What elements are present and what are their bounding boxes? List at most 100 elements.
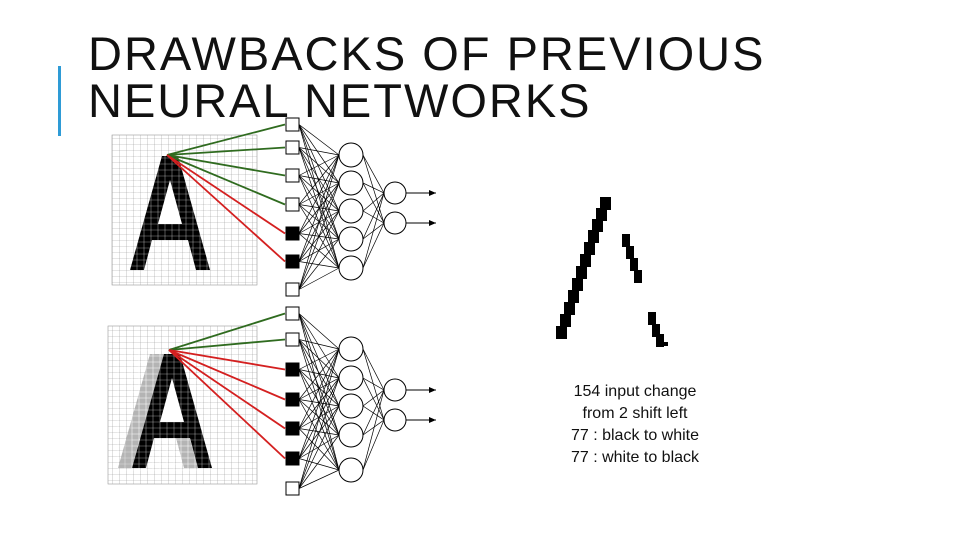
pixel-link (168, 338, 286, 351)
difference-image (556, 197, 668, 347)
connection-line (298, 405, 340, 489)
connection-line (298, 434, 340, 489)
connection-line (298, 348, 340, 370)
title-accent-bar (58, 66, 61, 136)
input-unit-black (285, 451, 300, 466)
input-unit-white (285, 140, 300, 155)
connection-line (362, 154, 385, 194)
letter-a-top-counter (158, 180, 182, 224)
top-input-column (285, 117, 300, 297)
input-unit-black (285, 421, 300, 436)
pixel-link (168, 349, 286, 430)
connection-line (362, 419, 385, 436)
connection-line (362, 348, 385, 391)
connection-line (362, 389, 385, 407)
connection-line (298, 175, 340, 240)
connection-line (298, 210, 340, 290)
caption-line-3: 77 : black to white (570, 427, 700, 444)
pixel-link (166, 146, 286, 156)
pixel-link (166, 154, 286, 263)
bottom-hidden-layer (338, 336, 364, 483)
diff-pixel-left (556, 326, 567, 339)
hidden-neuron (338, 170, 364, 196)
diff-pixel-left (580, 254, 591, 267)
title-line-1: DRAWBACKS OF PREVIOUS (88, 27, 766, 80)
connection-line (298, 147, 340, 156)
connection-line (298, 348, 340, 489)
hidden-neuron (338, 198, 364, 224)
diff-pixel-right (622, 234, 630, 247)
pixel-link (166, 154, 286, 235)
hidden-neuron (338, 336, 364, 362)
diff-pixel-right (626, 246, 634, 259)
diff-pixel-left (588, 230, 599, 243)
title-line-2: NEURAL NETWORKS (88, 74, 592, 127)
connection-line (362, 182, 385, 194)
hidden-neuron (338, 226, 364, 252)
input-unit-white (285, 332, 300, 347)
connection-line (298, 238, 340, 290)
pixel-link (166, 123, 286, 156)
connection-line (362, 348, 385, 421)
top-pixel-connections (166, 123, 286, 263)
diff-pixel-left (560, 314, 571, 327)
top-output-layer (383, 181, 436, 235)
connection-line (298, 182, 340, 290)
input-unit-black (285, 362, 300, 377)
hidden-neuron (338, 393, 364, 419)
connection-line (298, 399, 340, 471)
input-unit-black (285, 392, 300, 407)
hidden-neuron (338, 255, 364, 281)
connection-line (298, 405, 340, 429)
connection-line (362, 222, 385, 269)
diff-pixel-left (568, 290, 579, 303)
input-unit-black (285, 226, 300, 241)
connection-line (362, 377, 385, 421)
pixel-link (168, 349, 286, 460)
connection-line (298, 154, 340, 176)
connection-line (298, 348, 340, 459)
pixel-link (166, 154, 286, 206)
diff-pixel-left (576, 266, 587, 279)
diff-pixel-right (656, 334, 664, 347)
bottom-input-column (285, 306, 300, 496)
connection-line (298, 458, 340, 471)
caption-line-4: 77 : white to black (570, 449, 700, 466)
connection-line (362, 210, 385, 224)
caption-block: 154 input change from 2 shift left 77 : … (540, 381, 730, 469)
connection-line (362, 389, 385, 436)
connection-line (298, 377, 340, 489)
connection-line (298, 348, 340, 429)
output-neuron (383, 408, 407, 432)
connection-line (298, 369, 340, 436)
connection-line (298, 124, 340, 156)
diff-pixel-left (564, 302, 575, 315)
caption-line-1: 154 input change (573, 383, 697, 400)
input-unit-white (285, 282, 300, 297)
letter-a-shifted (131, 349, 214, 471)
connection-line (298, 175, 340, 212)
hidden-neuron (338, 422, 364, 448)
connection-line (362, 192, 385, 240)
input-unit-white (285, 481, 300, 496)
bottom-pixel-connections (168, 312, 286, 460)
pixel-link (168, 349, 286, 401)
connection-line (298, 339, 340, 407)
letter-a-shifted-counter (160, 378, 184, 422)
connection-line (298, 313, 340, 350)
hidden-neuron (338, 142, 364, 168)
diff-pixel-left (584, 242, 595, 255)
connection-line (298, 154, 340, 205)
connection-line (298, 154, 340, 234)
connection-line (298, 313, 340, 407)
connection-line (362, 192, 385, 269)
pixel-link (168, 349, 286, 371)
connection-line (298, 348, 340, 400)
connection-line (362, 377, 385, 391)
connection-line (362, 192, 385, 212)
bottom-output-layer (383, 378, 436, 432)
input-unit-white (285, 168, 300, 183)
connection-line (298, 267, 340, 290)
input-unit-white (285, 117, 300, 132)
